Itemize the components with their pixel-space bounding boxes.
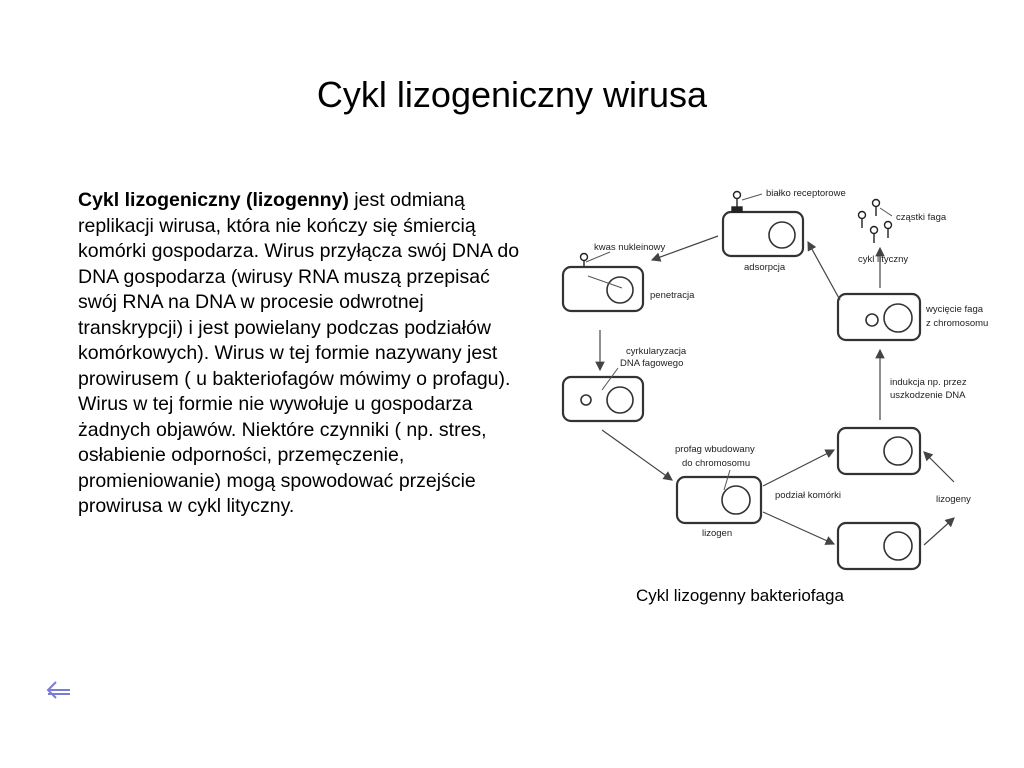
back-arrow-icon[interactable] (44, 678, 74, 702)
label-induction-1: indukcja np. przez (890, 377, 967, 388)
diagram-caption: Cykl lizogenny bakteriofaga (636, 586, 844, 605)
label-excision-1: wycięcie faga (925, 304, 984, 315)
label-induction-2: uszkodzenie DNA (890, 390, 966, 401)
label-phage-particles: cząstki faga (896, 212, 947, 223)
label-lysogens: lizogeny (936, 494, 971, 505)
label-excision-2: z chromosomu (926, 318, 988, 329)
label-adsorption: adsorpcja (744, 262, 786, 273)
description-text: jest odmianą replikacji wirusa, która ni… (78, 189, 520, 517)
description-paragraph: Cykl lizogeniczny (lizogenny) jest odmia… (78, 188, 533, 520)
label-penetration: penetracja (650, 290, 695, 301)
phage-particles (579, 190, 893, 266)
label-circularization-1: cyrkularyzacja (626, 346, 687, 357)
slide-title: Cykl lizogeniczny wirusa (316, 74, 708, 115)
label-nucleic-acid: kwas nukleinowy (594, 242, 666, 253)
label-circularization-2: DNA fagowego (620, 358, 683, 369)
label-cell-division: podział komórki (775, 490, 841, 501)
lysogenic-cycle-diagram: białko receptorowe cząstki faga kwas nuk… (561, 188, 988, 571)
label-lytic-cycle: cykl lityczny (858, 254, 908, 265)
label-receptor-protein: białko receptorowe (766, 188, 846, 199)
label-lysogen: lizogen (702, 528, 732, 539)
term-bold: Cykl lizogeniczny (lizogenny) (78, 189, 349, 211)
label-prophage-2: do chromosomu (682, 458, 750, 469)
label-prophage-1: profag wbudowany (675, 444, 755, 455)
